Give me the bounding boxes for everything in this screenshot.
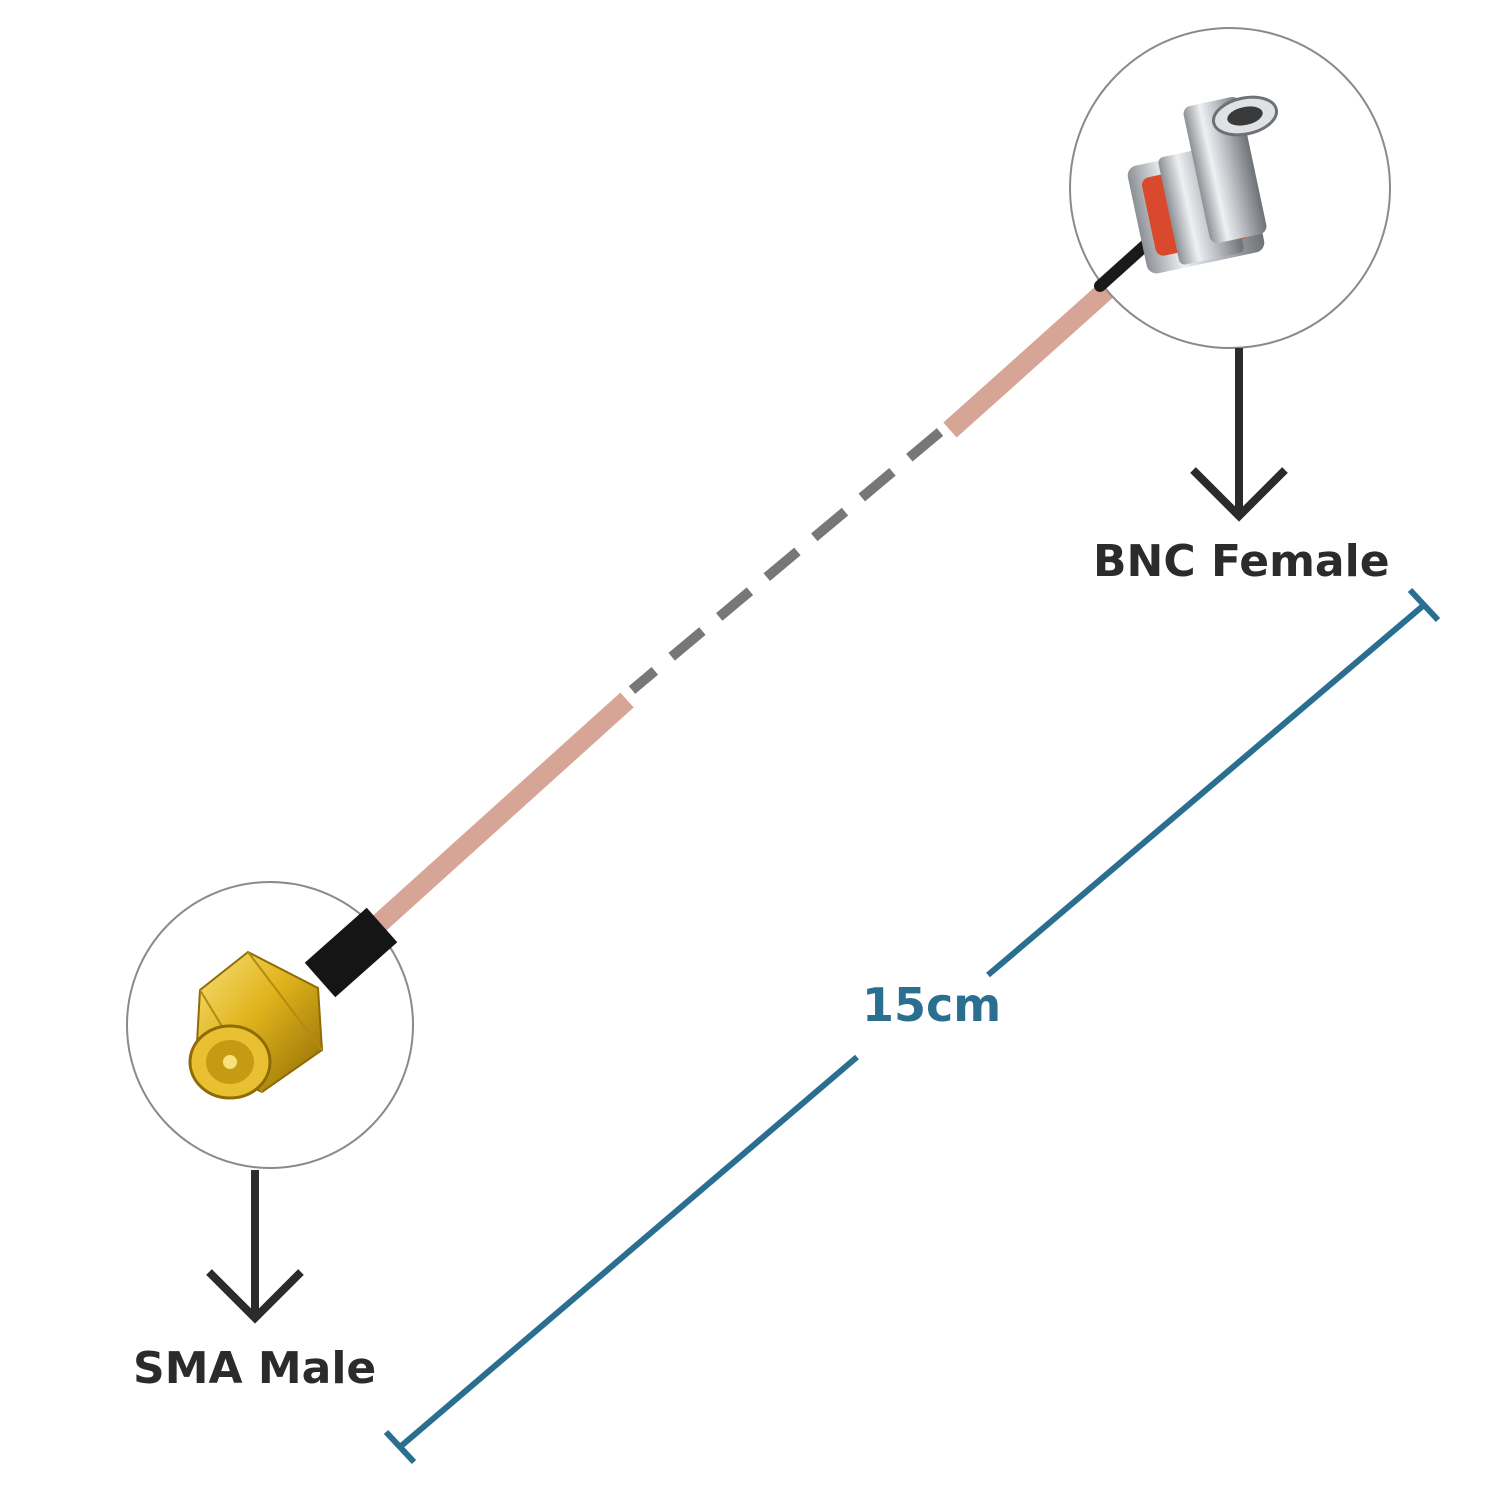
sma-male-connector-icon — [188, 907, 398, 1100]
cable-length-label: 15cm — [862, 978, 1002, 1032]
cable-omitted-dashes — [628, 428, 944, 694]
sma-male-label: SMA Male — [133, 1343, 377, 1394]
arrow-down-icon — [206, 1170, 304, 1324]
cable-upper-segment — [943, 277, 1119, 438]
bnc-female-connector-icon — [1094, 95, 1279, 292]
bnc-female-label: BNC Female — [1093, 536, 1390, 587]
arrow-down-icon — [1190, 348, 1288, 522]
cable-lower-segment — [365, 692, 634, 938]
length-dimension-line — [383, 587, 1441, 1465]
